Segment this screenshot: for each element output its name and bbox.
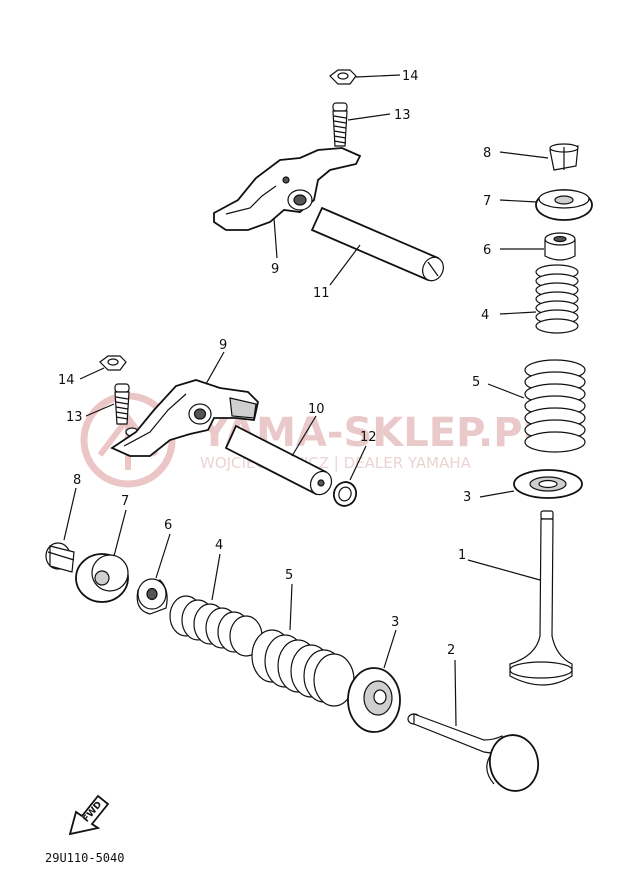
label-6-lower: 6 [164, 518, 172, 533]
watermark-tagline: WOJCIECHOWICZ | DEALER YAMAHA [200, 454, 472, 472]
fwd-arrow-icon: FWD [68, 794, 110, 836]
label-3-lower: 3 [391, 615, 399, 630]
label-6-right: 6 [483, 243, 491, 258]
label-14-lower: 14 [58, 373, 75, 388]
label-2: 2 [447, 643, 455, 658]
exhaust-valve: 2 [407, 643, 540, 792]
intake-valve: 1 [458, 510, 573, 686]
drawing-code: 29U110-5040 [45, 851, 124, 865]
rocker-arm-upper: 9 [213, 147, 362, 277]
label-11: 11 [313, 286, 330, 301]
stem-seal-right: 6 [483, 232, 576, 261]
label-5-right: 5 [472, 375, 480, 390]
retainer-lower: 7 [75, 494, 129, 603]
spring-seat-right: 3 [463, 469, 583, 505]
retainer-right: 7 [483, 189, 593, 221]
stem-seal-lower: 6 [136, 518, 172, 615]
label-4-lower: 4 [215, 538, 223, 553]
lock-nut-upper: 14 [329, 69, 419, 85]
outer-spring-lower: 5 [251, 568, 355, 707]
label-7-right: 7 [483, 194, 491, 209]
label-7-lower: 7 [121, 494, 129, 509]
cotter-right: 8 [483, 143, 579, 171]
label-8-lower: 8 [73, 473, 81, 488]
label-10: 10 [308, 402, 325, 417]
label-13-upper: 13 [394, 108, 411, 123]
spring-seat-lower: 3 [347, 615, 401, 733]
cotter-lower: 8 [45, 473, 81, 573]
label-9-lower: 9 [219, 338, 227, 353]
label-4-right: 4 [481, 308, 489, 323]
outer-spring-right: 5 [472, 359, 586, 453]
o-ring: 12 [332, 430, 377, 507]
rocker-shaft-lower: 10 [224, 402, 333, 496]
label-1: 1 [458, 548, 466, 563]
label-9-upper: 9 [271, 262, 279, 277]
label-8-right: 8 [483, 146, 491, 161]
lock-nut-lower: 14 [58, 355, 127, 388]
inner-spring-lower: 4 [169, 538, 263, 657]
rocker-shaft-upper: 11 [310, 206, 444, 301]
inner-spring-right: 4 [481, 264, 579, 334]
label-5-lower: 5 [285, 568, 293, 583]
adjusting-screw-upper: 13 [332, 102, 411, 160]
label-13-lower: 13 [66, 410, 83, 425]
label-3-right: 3 [463, 490, 471, 505]
label-14-upper: 14 [402, 69, 419, 84]
rocker-arm-lower: 9 [110, 338, 259, 457]
label-12: 12 [360, 430, 377, 445]
